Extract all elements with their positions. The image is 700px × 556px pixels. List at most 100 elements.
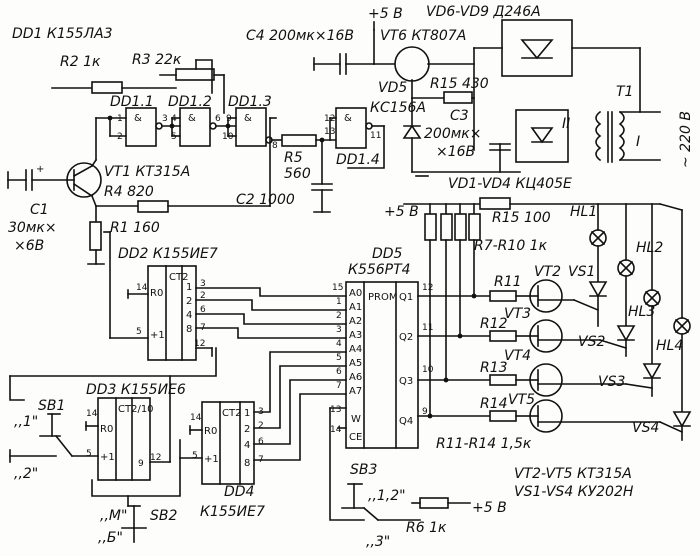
svg-text:+: +: [36, 164, 44, 175]
winding-2: II: [562, 116, 570, 132]
vd6-vd9-label: VD6-VD9 Д246А: [426, 4, 541, 20]
dd4-type: К155ИЕ7: [200, 504, 265, 520]
sb2-pos-m: ,,M": [100, 508, 127, 524]
vt6-label: VT6 КТ807А: [380, 28, 466, 44]
svg-text:4: 4: [171, 114, 177, 124]
svg-text:A7: A7: [349, 386, 362, 397]
svg-text:8: 8: [272, 141, 278, 151]
sb1-pos1: ,,1": [14, 414, 38, 430]
svg-text:2: 2: [336, 311, 342, 321]
sb1-switch[interactable]: [9, 413, 74, 463]
mains-label: ~ 220 В: [678, 111, 694, 168]
c1-value: 30мк×: [8, 220, 57, 236]
c2-label: C2 1000: [236, 192, 295, 208]
svg-text:2: 2: [186, 296, 192, 307]
r11-r14-label: R11-R14 1,5к: [436, 436, 532, 452]
svg-text:&: &: [134, 113, 142, 124]
vt2-vt5-transistors: [529, 279, 684, 434]
svg-text:1: 1: [244, 408, 250, 419]
svg-text:A4: A4: [349, 344, 362, 355]
hl3-label: HL3: [628, 304, 655, 320]
r15a-label: R15 430: [430, 76, 489, 92]
svg-text:5: 5: [171, 132, 177, 142]
dd1-2-label: DD1.2: [168, 94, 212, 110]
r3-resistor: [175, 68, 215, 81]
svg-text:3: 3: [162, 114, 168, 124]
vs-types-label: VS1-VS4 КУ202Н: [514, 484, 634, 500]
svg-text:CE: CE: [349, 432, 362, 443]
sb3-pos12: ,,1,2": [368, 488, 406, 504]
svg-text:1: 1: [117, 114, 123, 124]
c1-voltage: ×6В: [14, 238, 44, 254]
sb1-pos2: ,,2": [14, 466, 38, 482]
svg-text:+1: +1: [204, 454, 219, 465]
r15b-label: R15 100: [492, 210, 551, 226]
r14-label: R14: [480, 396, 508, 412]
hl-lamps: [589, 203, 691, 413]
svg-text:13: 13: [330, 405, 341, 415]
chip-dd5: [345, 281, 419, 449]
chip-dd3: [97, 397, 151, 481]
svg-text:3: 3: [200, 279, 206, 289]
sb2-switch[interactable]: [91, 457, 181, 543]
chip-dd4: [201, 401, 255, 485]
t1-winding-1: [618, 110, 625, 162]
vt6-transistor: [394, 46, 430, 82]
thyristors: [588, 281, 692, 441]
vt1-label: VT1 КТ315А: [104, 164, 190, 180]
hl2-label: HL2: [636, 240, 663, 256]
svg-text:A6: A6: [349, 372, 362, 383]
chip-dd2: [147, 265, 197, 361]
svg-text:2: 2: [200, 291, 206, 301]
svg-text:14: 14: [330, 425, 342, 435]
c1-label: C1: [30, 202, 49, 218]
svg-text:5: 5: [192, 451, 198, 461]
dd1-3-label: DD1.3: [228, 94, 272, 110]
sb3-switch[interactable]: [329, 407, 380, 522]
sb2-label: SB2: [150, 508, 177, 524]
vt2-label: VT2: [534, 264, 561, 280]
svg-text:5: 5: [86, 449, 92, 459]
plus5-mid: +5 В: [384, 204, 419, 220]
svg-text:&: &: [244, 113, 252, 124]
svg-text:A1: A1: [349, 302, 362, 313]
plus5-top: +5 В: [368, 6, 403, 22]
svg-text:+1: +1: [150, 330, 165, 341]
r5-resistor: [281, 134, 317, 147]
dd1-label: DD1 К155ЛА3: [12, 26, 113, 42]
svg-text:R0: R0: [204, 426, 217, 437]
dd5-type: К556РТ4: [348, 262, 411, 278]
svg-text:8: 8: [186, 324, 192, 335]
dd4-label: DD4: [224, 484, 254, 500]
sb3-pos3: ,,3": [366, 534, 390, 550]
r7-r10-label: R7-R10 1к: [474, 238, 548, 254]
r1-label: R1 160: [110, 220, 160, 236]
svg-text:12: 12: [422, 283, 433, 293]
svg-text:10: 10: [222, 132, 234, 142]
hl1-label: HL1: [570, 204, 597, 220]
svg-text:6: 6: [336, 367, 342, 377]
svg-text:10: 10: [422, 365, 434, 375]
r4-label: R4 820: [104, 184, 154, 200]
svg-text:15: 15: [332, 283, 343, 293]
svg-text:Q4: Q4: [399, 416, 413, 427]
svg-text:CT2: CT2: [222, 408, 241, 419]
gate-dd1-4: [335, 107, 367, 149]
r15b-resistor: [479, 197, 511, 210]
svg-text:+1: +1: [100, 452, 115, 463]
dd1-4-label: DD1.4: [336, 152, 380, 168]
r5-value: 560: [284, 166, 311, 182]
svg-text:A5: A5: [349, 358, 362, 369]
svg-text:5: 5: [136, 327, 142, 337]
svg-text:4: 4: [244, 440, 250, 451]
vd1-vd4-label: VD1-VD4 КЦ405Е: [448, 176, 572, 192]
svg-text:12: 12: [194, 339, 205, 349]
svg-text:A2: A2: [349, 316, 362, 327]
svg-text:3: 3: [336, 325, 342, 335]
svg-text:A0: A0: [349, 288, 362, 299]
svg-text:5: 5: [336, 353, 342, 363]
bridge-vd1-vd4: [515, 109, 569, 163]
svg-text:CT2: CT2: [169, 272, 188, 283]
